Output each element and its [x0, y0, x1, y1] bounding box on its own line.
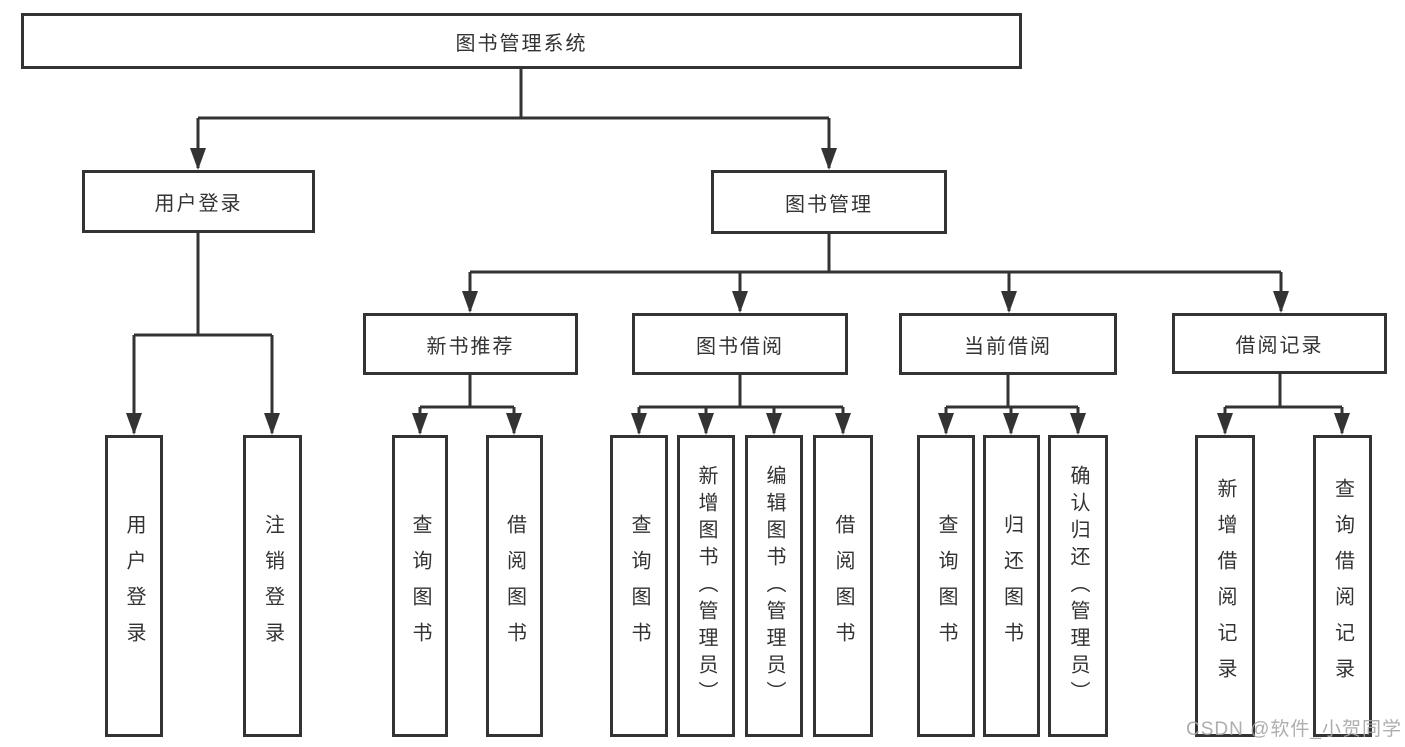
- leaf-label: 查询借阅记录: [1331, 478, 1354, 694]
- edge-new-book-recommend-children: [412, 375, 522, 435]
- leaf-label: 确认归还（管理员）: [1067, 464, 1089, 708]
- leaf-return-books: 归还图书: [983, 435, 1040, 737]
- arrowhead: [190, 148, 206, 170]
- leaf-label: 查询图书: [409, 514, 431, 658]
- leaf-query-books: 查询图书: [610, 435, 668, 737]
- node-book-management: 图书管理: [711, 170, 947, 234]
- leaf-user-login: 用户登录: [105, 435, 163, 737]
- leaf-logout: 注销登录: [243, 435, 302, 737]
- arrowhead: [1070, 413, 1086, 435]
- arrowhead: [1334, 413, 1350, 435]
- arrowhead: [506, 413, 522, 435]
- leaf-borrow-books: 借阅图书: [486, 435, 543, 737]
- leaf-label: 新增借阅记录: [1214, 478, 1236, 694]
- arrowhead: [732, 291, 748, 313]
- arrowhead: [412, 413, 428, 435]
- arrowhead: [1273, 291, 1289, 313]
- node-user-login: 用户登录: [82, 170, 315, 233]
- leaf-label: 归还图书: [1000, 514, 1023, 658]
- edge-book-borrow-children: [631, 375, 851, 435]
- node-current-borrow: 当前借阅: [899, 313, 1117, 375]
- leaf-label: 查询图书: [628, 514, 650, 658]
- leaf-query-books: 查询图书: [392, 435, 448, 737]
- arrowhead: [462, 291, 478, 313]
- node-borrow-records: 借阅记录: [1172, 313, 1387, 374]
- watermark: CSDN @软件_小贺同学: [1186, 719, 1402, 740]
- leaf-query-books: 查询图书: [917, 435, 975, 737]
- node-library-management-system: 图书管理系统: [21, 13, 1022, 69]
- arrowhead: [698, 413, 714, 435]
- edge-user-login-children: [126, 233, 280, 435]
- leaf-confirm-return-admin: 确认归还（管理员）: [1048, 435, 1108, 737]
- arrowhead: [264, 413, 280, 435]
- leaf-borrow-books: 借阅图书: [813, 435, 873, 737]
- arrowhead: [938, 413, 954, 435]
- edge-book-management-children: [462, 234, 1289, 313]
- arrowhead: [1003, 413, 1019, 435]
- arrowhead: [631, 413, 647, 435]
- node-book-borrow: 图书借阅: [632, 313, 848, 375]
- leaf-label: 借阅图书: [832, 514, 854, 658]
- leaf-add-borrow-record: 新增借阅记录: [1195, 435, 1255, 737]
- leaf-label: 用户登录: [123, 514, 145, 658]
- leaf-label: 编辑图书（管理员）: [763, 464, 785, 708]
- arrowhead: [766, 413, 782, 435]
- leaf-label: 注销登录: [261, 514, 284, 658]
- arrowhead: [1217, 413, 1233, 435]
- arrowhead: [1001, 291, 1017, 313]
- edge-current-borrow-children: [938, 375, 1086, 435]
- node-new-book-recommend: 新书推荐: [363, 313, 578, 375]
- edge-root-to-level2: [190, 68, 837, 170]
- arrowhead: [835, 413, 851, 435]
- edge-borrow-records-children: [1217, 374, 1350, 435]
- leaf-query-borrow-record: 查询借阅记录: [1313, 435, 1372, 737]
- leaf-label: 查询图书: [935, 514, 957, 658]
- leaf-edit-books-admin: 编辑图书（管理员）: [745, 435, 803, 737]
- arrowhead: [821, 148, 837, 170]
- leaf-label: 借阅图书: [503, 514, 526, 658]
- leaf-add-books-admin: 新增图书（管理员）: [677, 435, 735, 737]
- leaf-label: 新增图书（管理员）: [695, 464, 717, 708]
- arrowhead: [126, 413, 142, 435]
